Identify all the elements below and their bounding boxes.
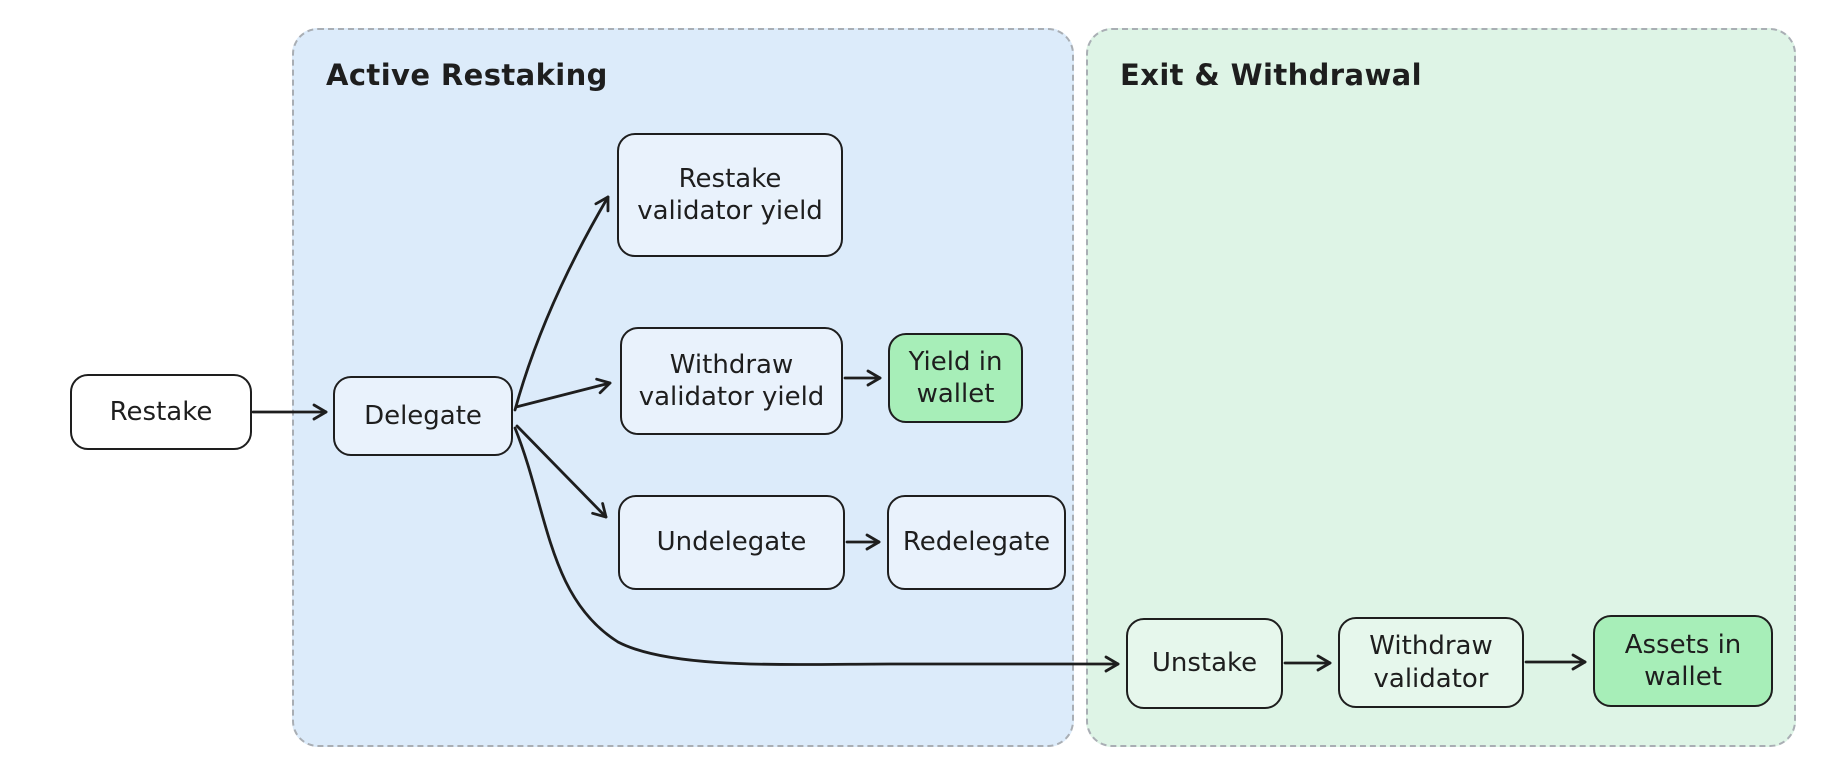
node-restake: Restake [70, 374, 252, 450]
node-withdraw-validator: Withdraw validator [1338, 617, 1524, 708]
group-label-exit-withdrawal: Exit & Withdrawal [1120, 58, 1422, 92]
node-restake-validator-yield: Restake validator yield [617, 133, 843, 257]
node-delegate: Delegate [333, 376, 513, 456]
node-assets-in-wallet: Assets in wallet [1593, 615, 1773, 707]
node-undelegate: Undelegate [618, 495, 845, 590]
node-redelegate: Redelegate [887, 495, 1066, 590]
node-withdraw-validator-yield: Withdraw validator yield [620, 327, 843, 435]
node-yield-in-wallet: Yield in wallet [888, 333, 1023, 423]
node-unstake: Unstake [1126, 618, 1283, 709]
group-label-active-restaking: Active Restaking [326, 58, 608, 92]
